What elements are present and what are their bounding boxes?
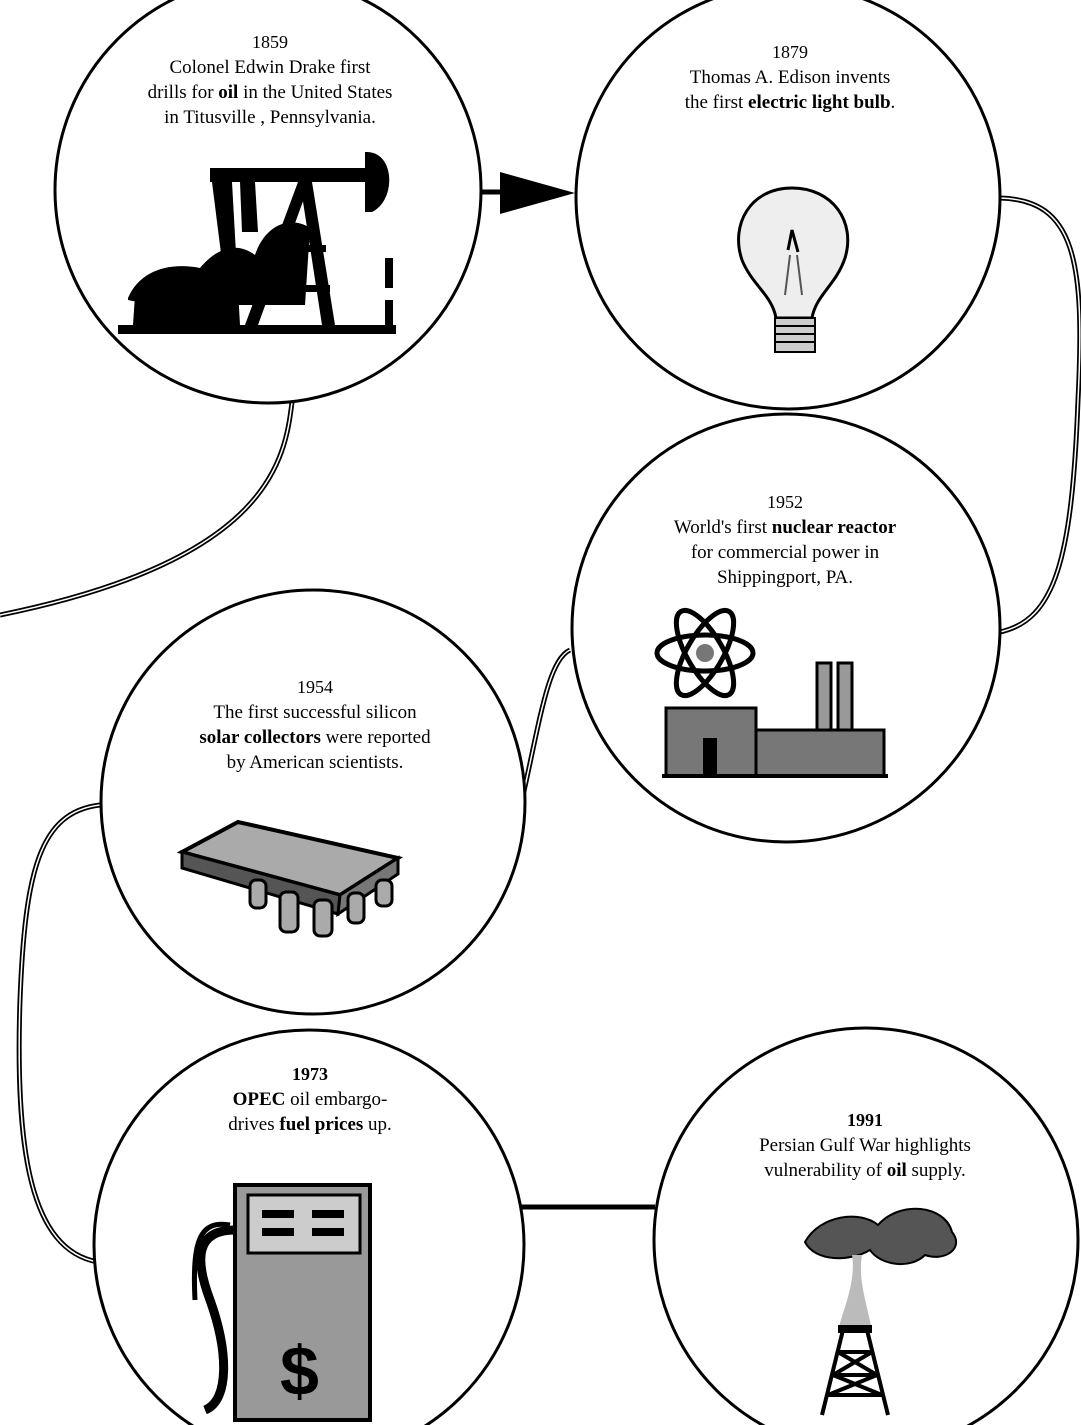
text-segment: by American scientists. (226, 752, 404, 773)
description-line: The first successful silicon (145, 700, 485, 725)
text-segment: Persian Gulf War highlights (759, 1135, 971, 1156)
text-segment: vulnerability of (764, 1160, 887, 1181)
text-segment: the first (684, 92, 749, 113)
event-year: 1879 (772, 42, 808, 62)
text-segment: up. (363, 1114, 392, 1135)
text-segment: World's first (673, 517, 772, 538)
text-segment: oil embargo- (285, 1089, 388, 1110)
event-year: 1952 (767, 492, 803, 512)
description-line: Shippingport, PA. (615, 565, 955, 590)
emphasis-text: nuclear reactor (771, 517, 897, 538)
svg-text:$: $ (280, 1332, 319, 1410)
description-line: the first electric light bulb. (630, 90, 950, 115)
text-segment: The first successful silicon (213, 702, 417, 723)
text-segment: Thomas A. Edison invents (689, 67, 891, 88)
description-line: Colonel Edwin Drake first (100, 55, 440, 80)
connector-1954-1973 (16, 802, 101, 1265)
text-segment: in the United States (238, 82, 393, 103)
description-line: for commercial power in (615, 540, 955, 565)
connector-1859-start (0, 401, 295, 618)
description-line: drives fuel prices up. (170, 1112, 450, 1137)
text-segment: drills for (147, 82, 219, 103)
emphasis-text: electric light bulb (748, 92, 891, 113)
connector-1952-1954 (519, 647, 572, 801)
text-segment: supply. (906, 1160, 966, 1181)
description-line: vulnerability of oil supply. (705, 1158, 1025, 1183)
text-segment: Shippingport, PA. (716, 567, 854, 588)
event-year: 1973 (292, 1064, 328, 1084)
text-segment: drives (228, 1114, 280, 1135)
emphasis-text: oil (886, 1160, 907, 1181)
description-line: solar collectors were reported (145, 725, 485, 750)
event-1973: 1973 OPEC oil embargo-drives fuel prices… (170, 1062, 450, 1137)
event-year: 1991 (847, 1110, 883, 1130)
description-line: in Titusville , Pennsylvania. (100, 105, 440, 130)
connector-1879-1952 (999, 195, 1081, 635)
connector-highlights (0, 197, 1081, 1263)
event-year: 1859 (252, 32, 288, 52)
event-circle-1954 (99, 588, 527, 1016)
text-segment: for commercial power in (690, 542, 880, 563)
description-line: drills for oil in the United States (100, 80, 440, 105)
event-description: OPEC oil embargo-drives fuel prices up. (170, 1087, 450, 1137)
arrow-head (500, 172, 575, 214)
text-segment: Colonel Edwin Drake first (169, 57, 371, 78)
text-segment: were reported (320, 727, 431, 748)
emphasis-text: oil (218, 82, 239, 103)
light-bulb-icon (737, 186, 850, 353)
description-line: Thomas A. Edison invents (630, 65, 950, 90)
text-segment: in Titusville , Pennsylvania. (164, 107, 376, 128)
description-line: OPEC oil embargo- (170, 1087, 450, 1112)
description-line: Persian Gulf War highlights (705, 1133, 1025, 1158)
emphasis-text: fuel prices (279, 1114, 364, 1135)
event-year: 1954 (297, 677, 333, 697)
oil-pump-jack-icon (118, 151, 396, 334)
oil-well-fire-icon (803, 1207, 958, 1416)
atom-power-plant-icon (654, 607, 888, 778)
solar-chip-icon (176, 819, 404, 938)
description-line: by American scientists. (145, 750, 485, 775)
gas-pump-icon: $ (191, 1183, 372, 1422)
emphasis-text: OPEC (232, 1089, 286, 1110)
emphasis-text: solar collectors (199, 727, 321, 748)
description-line: World's first nuclear reactor (615, 515, 955, 540)
text-segment: . (890, 92, 896, 113)
